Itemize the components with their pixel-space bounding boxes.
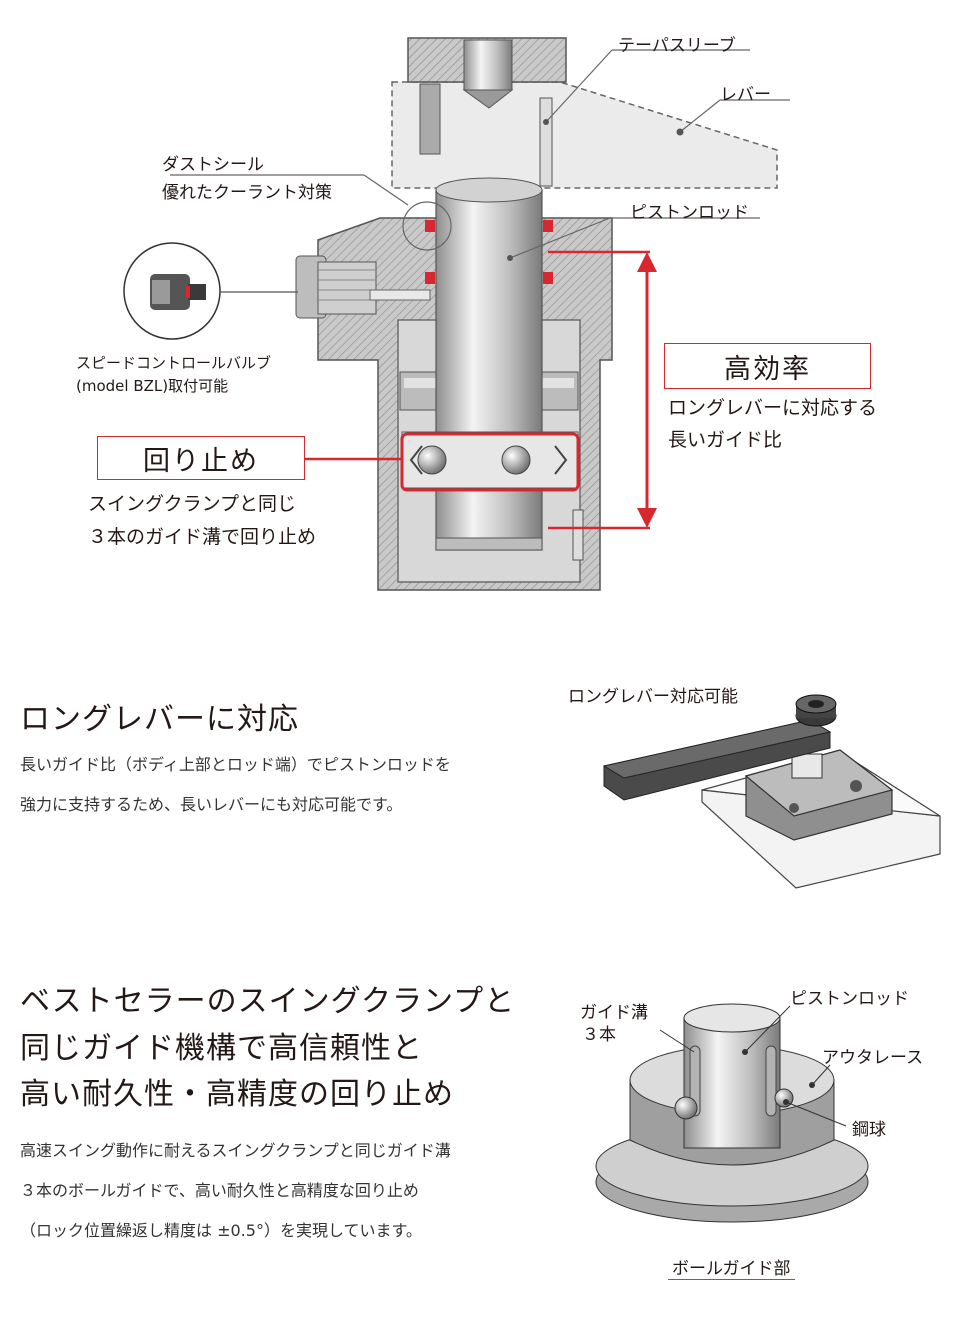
- lever-label: レバー: [720, 85, 771, 105]
- dust-seal-label: ダストシール: [162, 155, 264, 175]
- guide-body-3: （ロック位置繰返し精度は ±0.5°）を実現しています。: [20, 1221, 422, 1240]
- efficiency-desc-1: ロングレバーに対応する: [668, 397, 878, 419]
- cross-section-diagram: [123, 37, 790, 591]
- steel-ball-label: 鋼球: [852, 1120, 886, 1140]
- rotation-stop-desc-2: ３本のガイド溝で回り止め: [88, 526, 317, 548]
- rotation-stop-label: 回り止め: [97, 436, 305, 480]
- ball-guide-caption: ボールガイド部: [668, 1254, 795, 1280]
- guide-heading-3: 高い耐久性・高精度の回り止め: [20, 1077, 454, 1112]
- long-lever-figure: [602, 694, 941, 889]
- piston-rod-label: ピストンロッド: [630, 203, 749, 223]
- efficiency-label: 高効率: [664, 343, 871, 389]
- rotation-stop-desc-1: スイングクランプと同じ: [88, 493, 297, 515]
- ball-guide-figure: [595, 1003, 869, 1223]
- long-lever-heading: ロングレバーに対応: [20, 702, 299, 737]
- efficiency-desc-2: 長いガイド比: [668, 429, 783, 451]
- guide-groove-count-label: ３本: [582, 1025, 616, 1045]
- taper-sleeve-label: テーパスリーブ: [618, 36, 736, 56]
- outer-race-label: アウタレース: [822, 1048, 924, 1068]
- figure-piston-rod-label: ピストンロッド: [790, 989, 909, 1009]
- guide-heading-1: ベストセラーのスイングクランプと: [20, 984, 516, 1019]
- long-lever-figure-caption: ロングレバー対応可能: [568, 687, 738, 707]
- long-lever-body-2: 強力に支持するため、長いレバーにも対応可能です。: [20, 795, 403, 814]
- long-lever-body-1: 長いガイド比（ボディ上部とロッド端）でピストンロッドを: [20, 755, 451, 774]
- guide-groove-label: ガイド溝: [580, 1003, 648, 1023]
- piston-rod-shape: [435, 189, 543, 551]
- speed-valve-label: スピードコントロールバルブ: [76, 354, 272, 372]
- dust-seal-circle: [402, 201, 452, 251]
- guide-body-2: ３本のボールガイドで、高い耐久性と高精度な回り止め: [20, 1181, 419, 1200]
- rotation-stop-highlight: [400, 432, 580, 492]
- guide-body-1: 高速スイング動作に耐えるスイングクランプと同じガイド溝: [20, 1141, 451, 1160]
- guide-heading-2: 同じガイド機構で高信頼性と: [20, 1031, 423, 1066]
- dust-seal-sub-label: 優れたクーラント対策: [162, 183, 332, 203]
- speed-valve-model-label: (model BZL)取付可能: [76, 377, 229, 395]
